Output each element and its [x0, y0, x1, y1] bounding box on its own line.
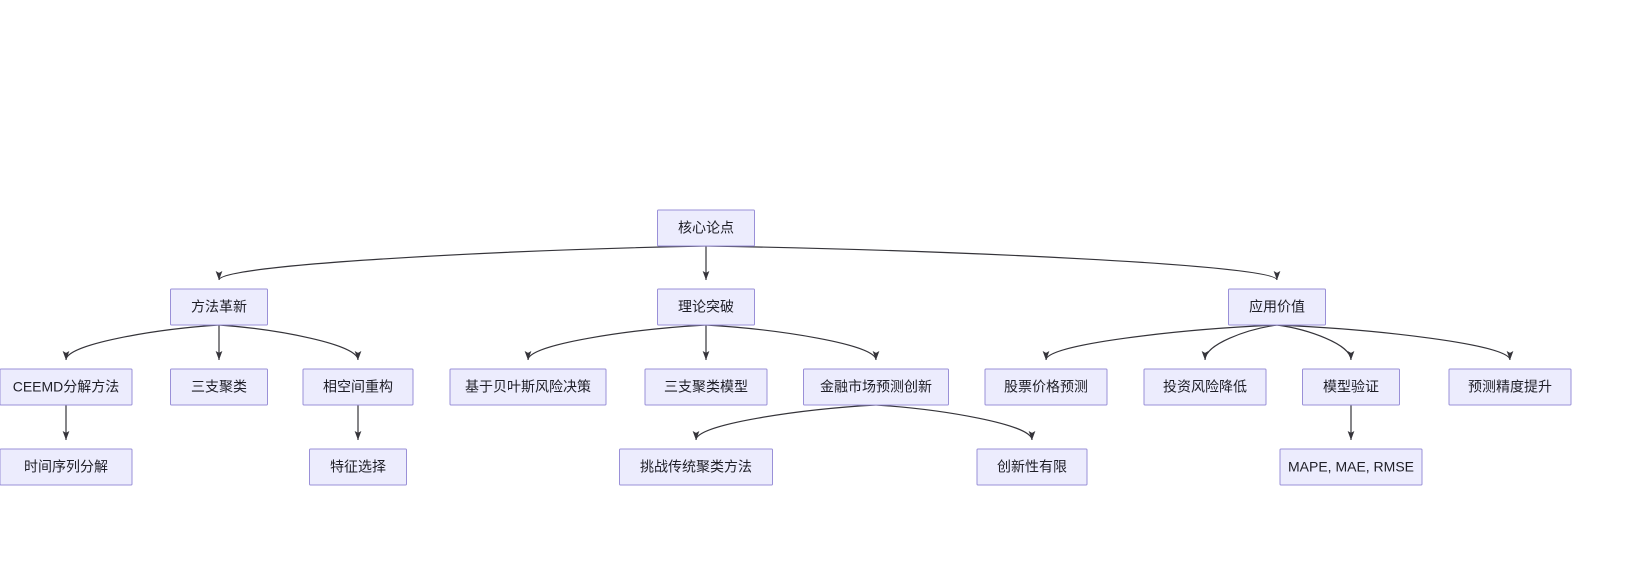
- node-l2c3[interactable]: 模型验证: [1302, 368, 1400, 406]
- node-label-l3b2: 创新性有限: [997, 459, 1067, 475]
- node-box-l2b1[interactable]: [449, 368, 607, 406]
- node-box-l3c1[interactable]: [1279, 448, 1423, 486]
- node-label-l1c: 应用价值: [1249, 299, 1305, 315]
- node-l2a1[interactable]: CEEMD分解方法: [0, 368, 133, 406]
- node-box-l2b2[interactable]: [644, 368, 768, 406]
- node-l3c1[interactable]: MAPE, MAE, RMSE: [1279, 448, 1423, 486]
- node-label-l2c4: 预测精度提升: [1468, 379, 1552, 395]
- edge-l1b-to-l2b3: [705, 324, 880, 361]
- edge-l1c-to-l2c1: [1042, 324, 1278, 361]
- node-l2c4[interactable]: 预测精度提升: [1448, 368, 1572, 406]
- node-label-l2c1: 股票价格预测: [1004, 379, 1088, 395]
- node-box-l3b2[interactable]: [976, 448, 1088, 486]
- edges-layer: [62, 245, 1514, 441]
- edge-root-to-l1a: [215, 245, 707, 281]
- node-l1a[interactable]: 方法革新: [170, 288, 268, 326]
- node-label-l2c2: 投资风险降低: [1163, 379, 1247, 395]
- node-label-l3c1: MAPE, MAE, RMSE: [1288, 459, 1414, 475]
- node-l2a2[interactable]: 三支聚类: [170, 368, 268, 406]
- node-l1c[interactable]: 应用价值: [1228, 288, 1326, 326]
- node-label-l2b3: 金融市场预测创新: [820, 379, 932, 395]
- node-l3b2[interactable]: 创新性有限: [976, 448, 1088, 486]
- node-box-l2c4[interactable]: [1448, 368, 1572, 406]
- node-box-l3a1[interactable]: [0, 448, 133, 486]
- node-root[interactable]: 核心论点: [657, 209, 755, 247]
- edge-l1b-to-l2b1: [524, 324, 707, 361]
- node-label-l3a3: 特征选择: [330, 459, 386, 475]
- node-label-l2a3: 相空间重构: [323, 379, 393, 395]
- node-label-l2a2: 三支聚类: [191, 379, 247, 395]
- node-box-root[interactable]: [657, 209, 755, 247]
- node-label-l1a: 方法革新: [191, 299, 247, 315]
- node-l2b3[interactable]: 金融市场预测创新: [803, 368, 949, 406]
- node-box-l1b[interactable]: [657, 288, 755, 326]
- edge-root-to-l1c: [705, 245, 1281, 281]
- node-l2b2[interactable]: 三支聚类模型: [644, 368, 768, 406]
- node-l2a3[interactable]: 相空间重构: [302, 368, 414, 406]
- node-box-l1c[interactable]: [1228, 288, 1326, 326]
- node-label-root: 核心论点: [678, 220, 734, 236]
- node-label-l2a1: CEEMD分解方法: [13, 379, 120, 395]
- node-box-l1a[interactable]: [170, 288, 268, 326]
- edge-l1c-to-l2c4: [1276, 324, 1514, 361]
- node-box-l2c3[interactable]: [1302, 368, 1400, 406]
- node-box-l2a3[interactable]: [302, 368, 414, 406]
- node-box-l2b3[interactable]: [803, 368, 949, 406]
- node-l1b[interactable]: 理论突破: [657, 288, 755, 326]
- node-l2b1[interactable]: 基于贝叶斯风险决策: [449, 368, 607, 406]
- edge-l1a-to-l2a3: [218, 324, 362, 361]
- node-box-l2a2[interactable]: [170, 368, 268, 406]
- edge-l1a-to-l2a1: [62, 324, 220, 361]
- node-l2c1[interactable]: 股票价格预测: [984, 368, 1108, 406]
- node-label-l2b2: 三支聚类模型: [664, 379, 748, 395]
- node-box-l2c2[interactable]: [1143, 368, 1267, 406]
- node-l3b1[interactable]: 挑战传统聚类方法: [619, 448, 773, 486]
- edge-l1c-to-l2c3: [1276, 324, 1355, 361]
- edge-l2b3-to-l3b2: [875, 404, 1036, 441]
- node-box-l3a3[interactable]: [309, 448, 407, 486]
- edge-l2b3-to-l3b1: [692, 404, 877, 441]
- node-box-l3b1[interactable]: [619, 448, 773, 486]
- edge-l1c-to-l2c2: [1201, 324, 1278, 361]
- node-l3a1[interactable]: 时间序列分解: [0, 448, 133, 486]
- node-label-l3a1: 时间序列分解: [24, 459, 108, 475]
- node-label-l2b1: 基于贝叶斯风险决策: [465, 379, 591, 395]
- node-box-l2c1[interactable]: [984, 368, 1108, 406]
- node-label-l1b: 理论突破: [678, 299, 734, 315]
- node-label-l3b1: 挑战传统聚类方法: [640, 459, 752, 475]
- node-label-l2c3: 模型验证: [1323, 379, 1379, 395]
- node-box-l2a1[interactable]: [0, 368, 133, 406]
- node-l3a3[interactable]: 特征选择: [309, 448, 407, 486]
- node-l2c2[interactable]: 投资风险降低: [1143, 368, 1267, 406]
